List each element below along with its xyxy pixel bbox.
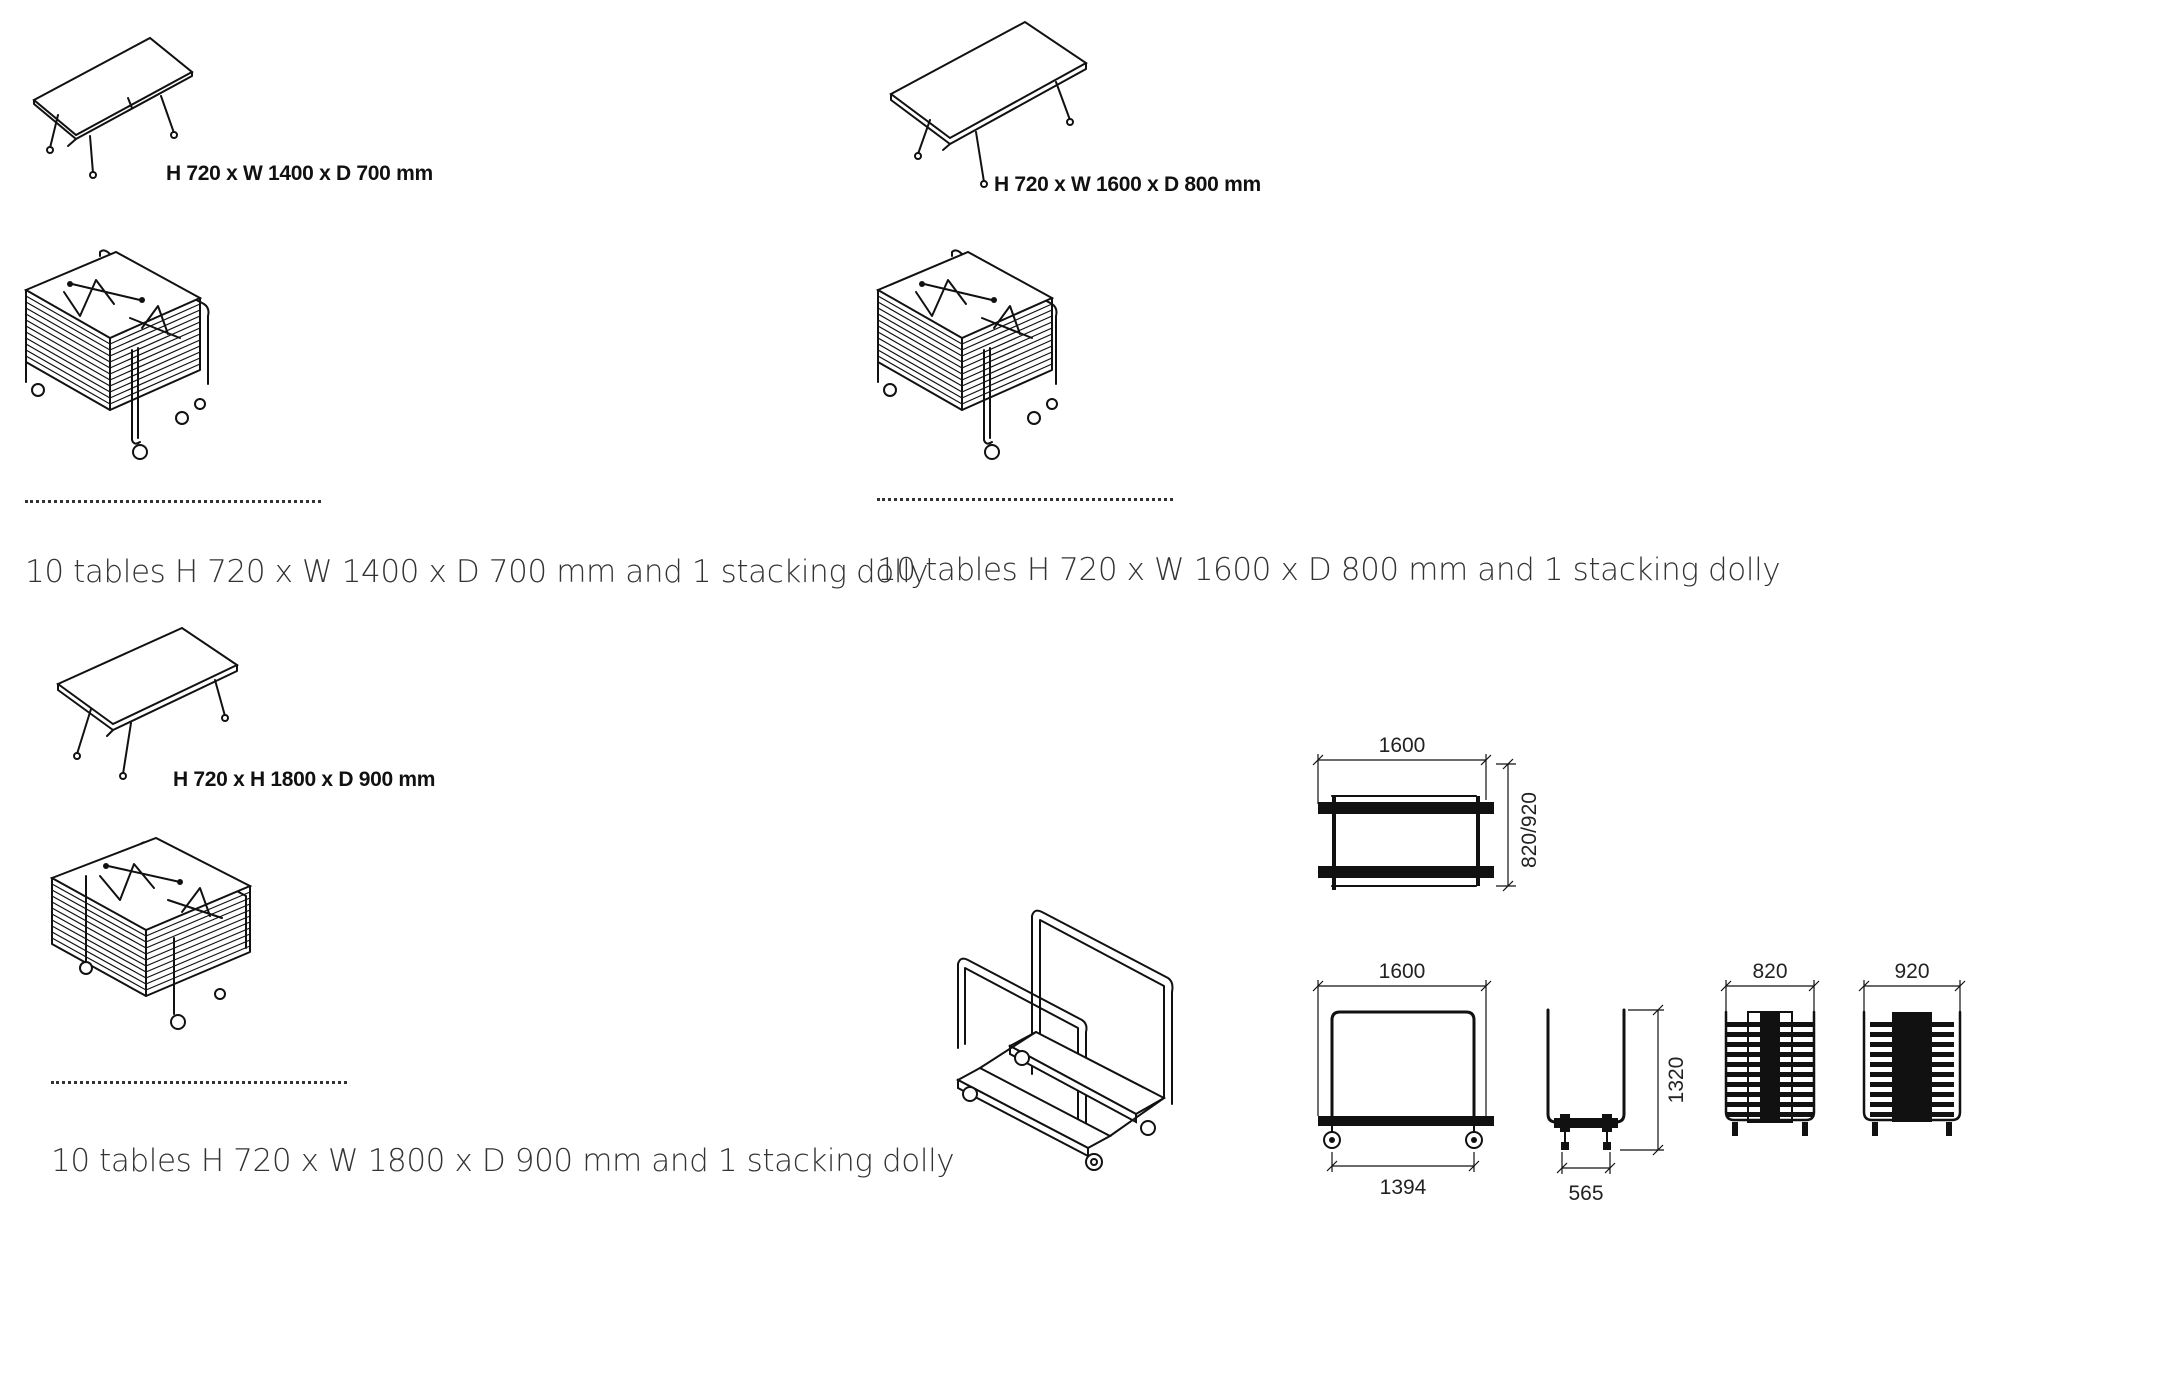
table-1-dims-label: H 720 x W 1400 x D 700 mm [166,162,433,185]
front-base-label: 1394 [1380,1176,1427,1199]
table-3-divider [51,1081,347,1084]
table-1-caption: 10 tables H 720 x W 1400 x D 700 mm and … [25,554,929,590]
loaded-820-diagram: 820 [1720,960,1820,1136]
table-2-divider [877,498,1173,501]
table-1-divider [25,500,321,503]
stack-1-icon [23,249,210,460]
dolly-side-view-diagram: 1320 565 [1546,1004,1688,1205]
table-3-dims-label: H 720 x H 1800 x D 900 mm [173,768,436,791]
side-height-label: 1320 [1665,1057,1688,1104]
table-3-caption: 10 tables H 720 x W 1800 x D 900 mm and … [51,1143,955,1179]
loaded-920-label: 920 [1894,960,1929,983]
dolly-isometric-icon [955,909,1174,1171]
table-2-icon [889,20,1088,188]
table-3-icon [56,626,240,780]
table-2-caption: 10 tables H 720 x W 1600 x D 800 mm and … [877,552,1781,588]
table-2-dims-label: H 720 x W 1600 x D 800 mm [994,173,1261,196]
stack-2-icon [875,249,1058,460]
dolly-front-view-diagram: 1600 1394 [1312,960,1494,1199]
loaded-820-label: 820 [1752,960,1787,983]
top-depth-label: 820/920 [1518,792,1541,868]
stack-3-icon [49,836,253,1030]
top-width-label: 1600 [1379,734,1426,757]
front-width-label: 1600 [1379,960,1426,983]
loaded-920-diagram: 920 [1858,960,1966,1136]
dolly-top-view-diagram: 1600 820/920 [1312,734,1541,892]
side-base-label: 565 [1568,1182,1603,1205]
table-1-icon [32,36,194,179]
